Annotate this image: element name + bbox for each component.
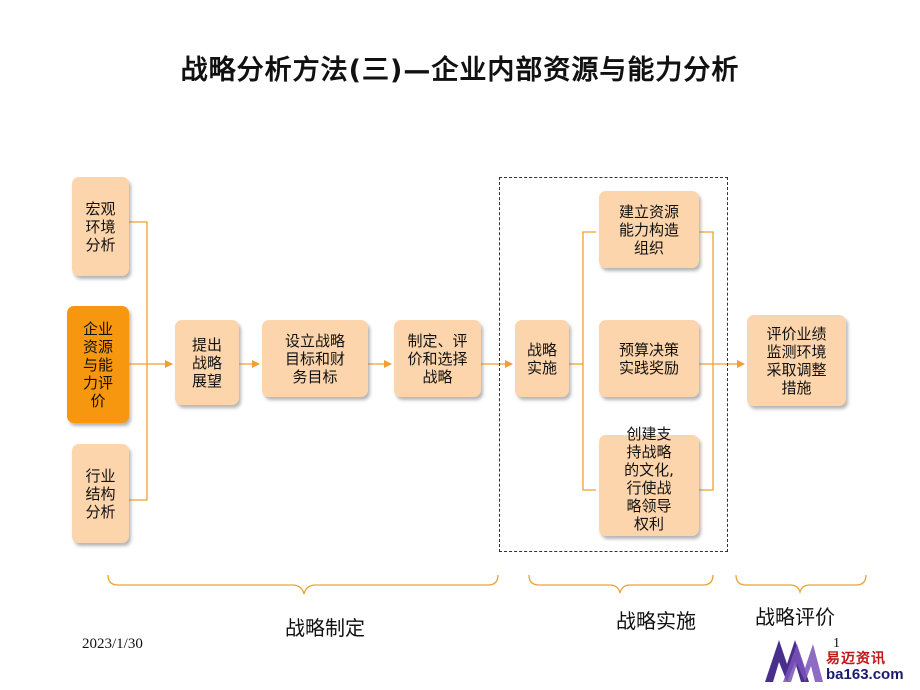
logo-chinese-text: 易迈资讯 xyxy=(826,651,886,667)
culture-leadership-label: 创建支 持战略 的文化, 行使战 略领导 权利 xyxy=(624,425,674,533)
strategy-implementation-box[interactable]: 战略 实施 xyxy=(515,320,569,397)
industry-structure-box[interactable]: 行业 结构 分析 xyxy=(72,444,129,543)
set-goals-box[interactable]: 设立战略 目标和财 务目标 xyxy=(262,320,368,397)
formulate-strategy-box[interactable]: 制定、评 价和选择 战略 xyxy=(394,320,481,397)
budget-reward-label: 预算决策 实践奖励 xyxy=(618,340,679,377)
brace-formulation xyxy=(107,574,499,595)
ba163-logo-icon xyxy=(765,640,823,682)
footer-date: 2023/1/30 xyxy=(82,636,143,652)
industry-structure-label: 行业 结构 分析 xyxy=(85,466,116,521)
resource-capability-box[interactable]: 企业 资源 与能 力评 价 xyxy=(67,306,129,423)
brace-evaluation xyxy=(735,574,867,595)
logo-url-text: ba163.com xyxy=(826,666,904,683)
split-bracket-line xyxy=(582,231,596,491)
budget-reward-box[interactable]: 预算决策 实践奖励 xyxy=(599,320,699,397)
build-organization-label: 建立资源 能力构造 组织 xyxy=(618,202,679,257)
brace-implementation xyxy=(528,574,714,594)
set-goals-label: 设立战略 目标和财 务目标 xyxy=(284,331,345,386)
page-title: 战略分析方法(三)—企业内部资源与能力分析 xyxy=(180,55,740,86)
merge-bracket-line xyxy=(699,231,714,491)
strategic-outlook-label: 提出 战略 展望 xyxy=(191,335,222,390)
macro-environment-label: 宏观 环境 分析 xyxy=(85,199,116,254)
formulate-strategy-label: 制定、评 价和选择 战略 xyxy=(407,331,468,386)
macro-environment-box[interactable]: 宏观 环境 分析 xyxy=(72,177,129,276)
phase-implementation-label: 战略实施 xyxy=(616,609,696,633)
page-number: 1 xyxy=(833,636,840,651)
evaluate-performance-label: 评价业绩 监测环境 采取调整 措施 xyxy=(766,324,827,397)
left-bracket-line xyxy=(129,221,148,501)
strategy-implementation-label: 战略 实施 xyxy=(526,340,557,377)
culture-leadership-box[interactable]: 创建支 持战略 的文化, 行使战 略领导 权利 xyxy=(599,425,699,536)
phase-formulation-label: 战略制定 xyxy=(285,616,365,640)
resource-capability-label: 企业 资源 与能 力评 价 xyxy=(82,319,113,410)
evaluate-performance-box[interactable]: 评价业绩 监测环境 采取调整 措施 xyxy=(747,315,846,406)
build-organization-box[interactable]: 建立资源 能力构造 组织 xyxy=(599,191,699,268)
strategic-outlook-box[interactable]: 提出 战略 展望 xyxy=(175,320,239,405)
implementation-dashed-frame xyxy=(499,177,728,552)
phase-evaluation-label: 战略评价 xyxy=(755,605,835,629)
